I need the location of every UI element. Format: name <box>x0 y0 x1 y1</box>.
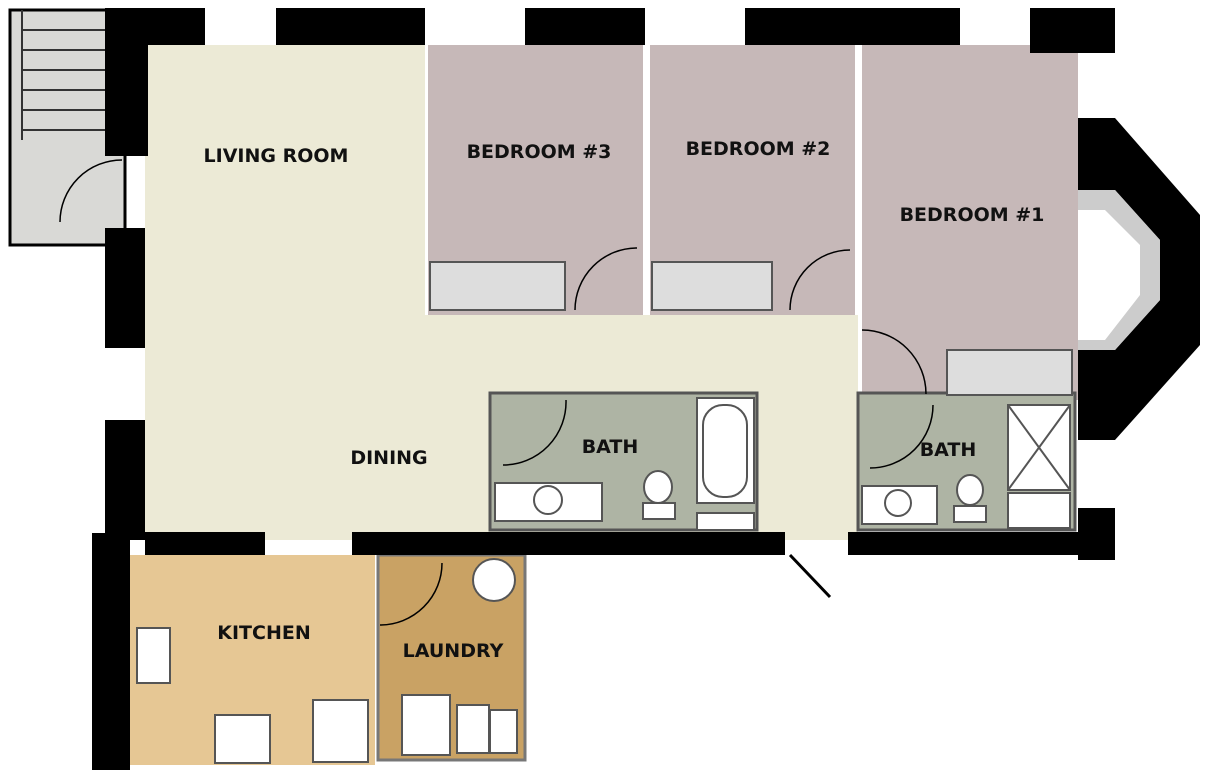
label-dining: DINING <box>350 447 427 469</box>
label-living-room: LIVING ROOM <box>204 145 349 167</box>
door-swings <box>379 247 934 626</box>
fixtures <box>136 261 1073 764</box>
bedroom-1 <box>862 45 1078 400</box>
label-kitchen: KITCHEN <box>217 622 310 644</box>
label-laundry: LAUNDRY <box>403 640 504 662</box>
label-bedroom-1: BEDROOM #1 <box>900 204 1045 226</box>
label-bedroom-2: BEDROOM #2 <box>686 138 831 160</box>
label-bath-main: BATH <box>582 436 639 458</box>
label-bedroom-3: BEDROOM #3 <box>467 141 612 163</box>
bay-window <box>1078 190 1160 350</box>
label-bath-ensuite: BATH <box>920 439 977 461</box>
walls <box>92 8 1200 770</box>
